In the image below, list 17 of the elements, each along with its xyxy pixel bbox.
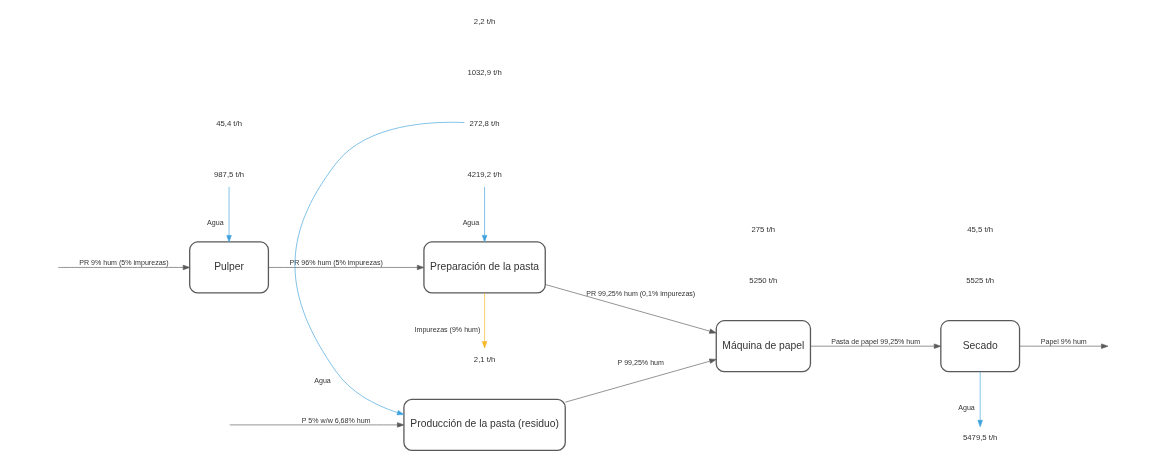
arrow [810, 343, 941, 349]
node-box: Producción de la pasta (residuo) [403, 398, 566, 452]
arrow [544, 284, 717, 334]
arrow [268, 264, 425, 271]
node-box: Máquina de papel [715, 320, 812, 373]
node-box: Pulper [189, 241, 270, 294]
node-box: Secado [940, 320, 1021, 373]
arrow [226, 186, 232, 243]
arrow [977, 371, 983, 428]
arrow [57, 264, 190, 271]
arrow [1019, 343, 1109, 349]
arrow [482, 292, 488, 349]
arrow [482, 186, 488, 243]
arrow [229, 422, 405, 428]
node-box: Preparación de la pasta [423, 241, 546, 294]
arrow [294, 122, 465, 416]
arrow [565, 358, 717, 403]
